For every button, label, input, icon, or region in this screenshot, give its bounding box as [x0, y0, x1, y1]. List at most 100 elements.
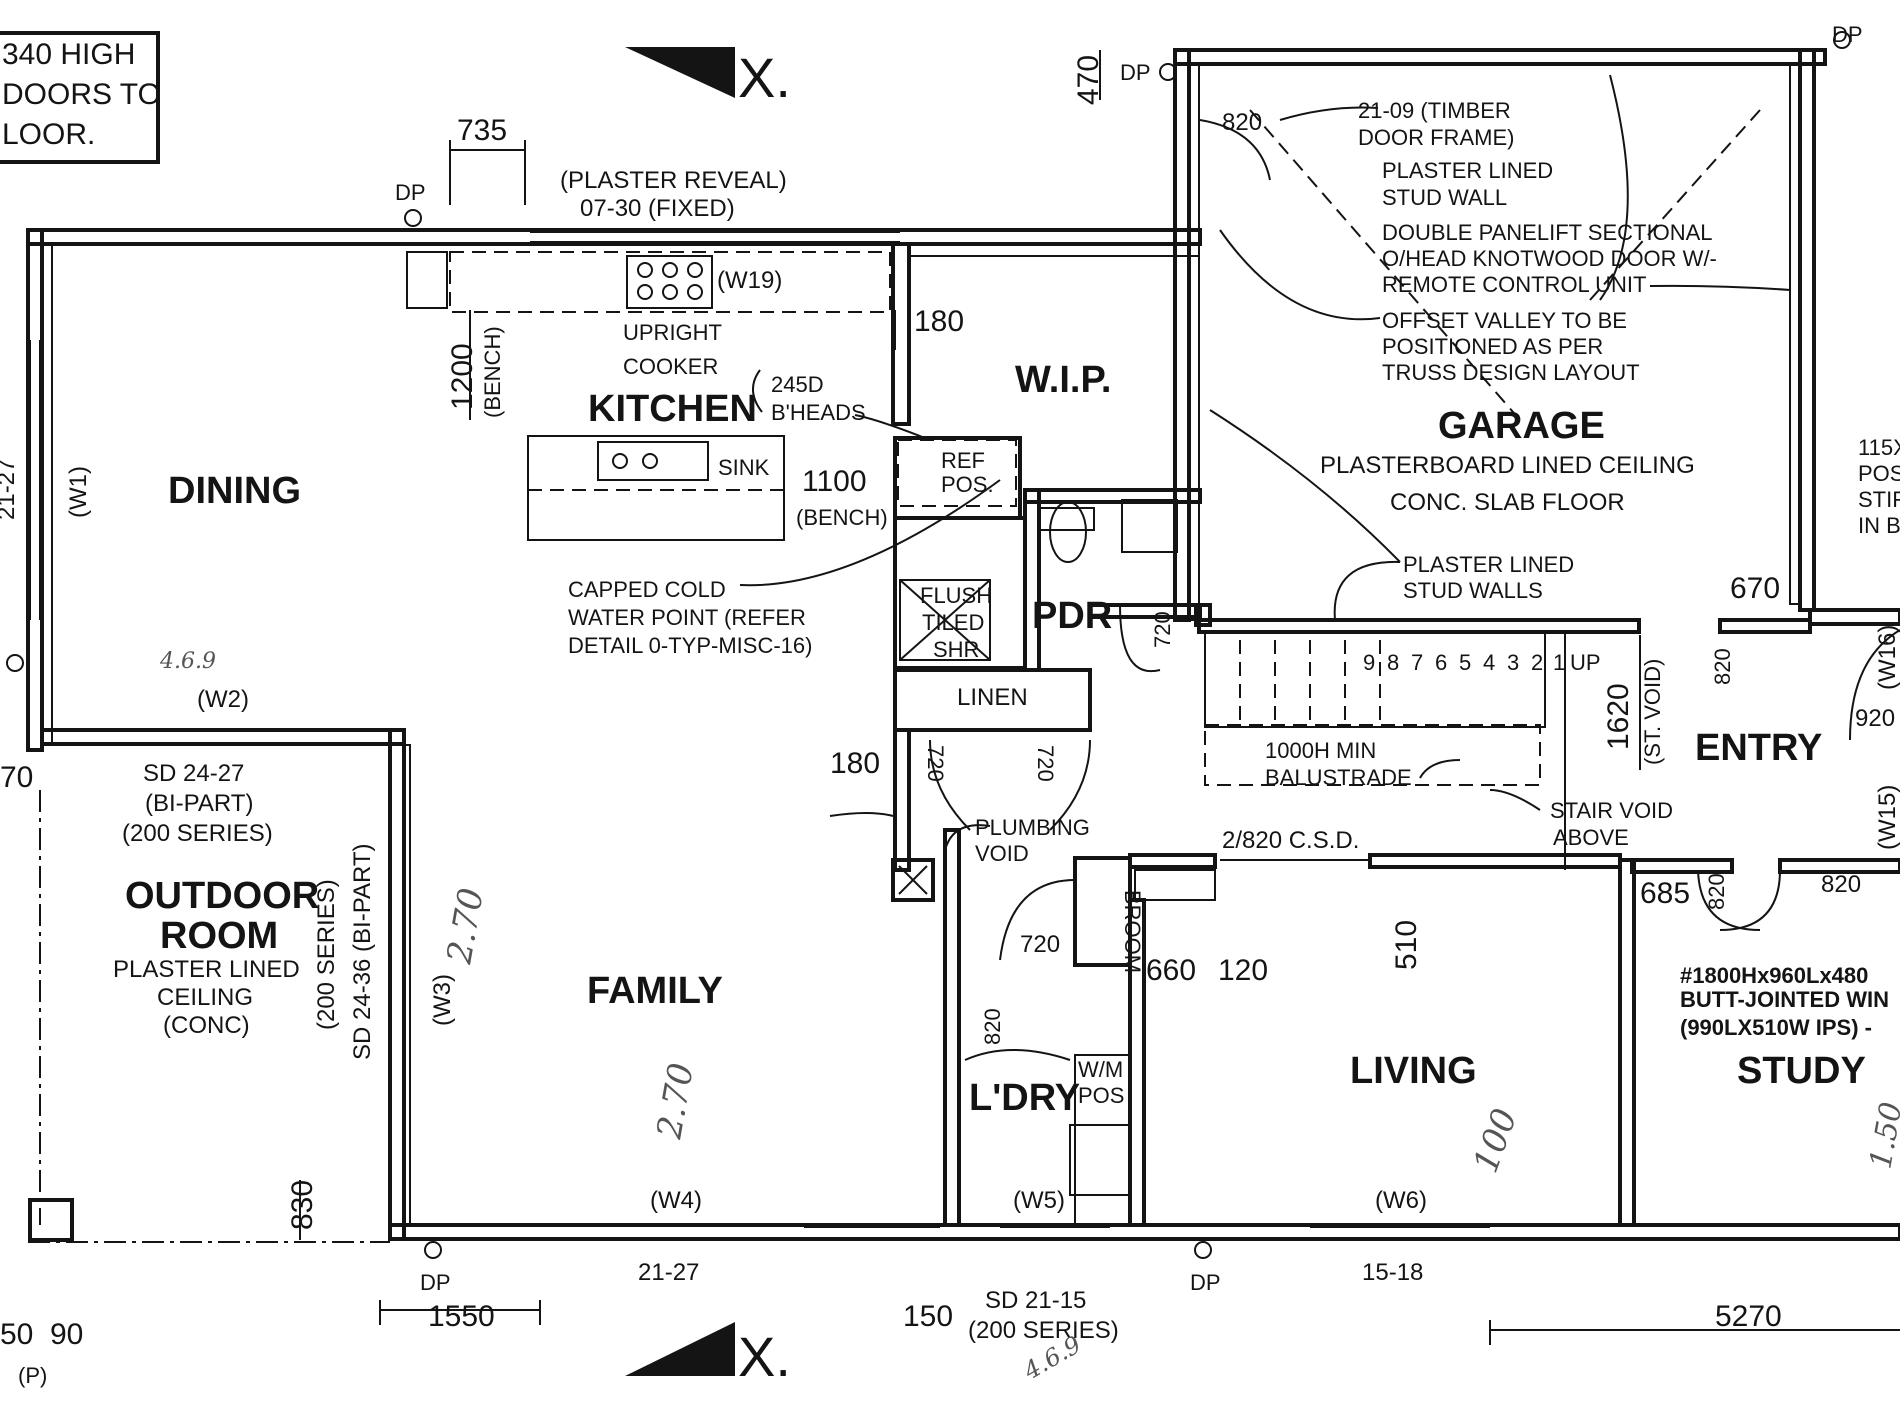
general-note-box: 340 HIGH DOORS TO LOOR.	[0, 31, 161, 164]
garage-ceiling-note: PLASTERBOARD LINED CEILING	[1320, 452, 1695, 479]
post-note-3: STIF	[1858, 487, 1900, 512]
plaster-reveal-1: (PLASTER REVEAL)	[560, 167, 787, 194]
outdoor-note-2: CEILING	[157, 984, 253, 1011]
section-marker-bottom: X.	[625, 1322, 791, 1388]
sd-bipart-1: SD 24-27	[143, 760, 244, 787]
dim-720-pdr: 720	[1150, 611, 1175, 648]
dimension-text: 735 470 820 180 1200 1100 720 670 820 92…	[0, 55, 1895, 1388]
timber-frame-1: 21-09 (TIMBER	[1358, 98, 1511, 123]
dim-1518: 15-18	[1362, 1259, 1423, 1286]
window-w19: (W19)	[717, 267, 782, 294]
sd-bipart-2: (BI-PART)	[145, 790, 253, 817]
dimension-lines	[299, 50, 1900, 1345]
downpipes	[6, 31, 1851, 1259]
dim-70: 70	[0, 761, 33, 794]
kitchen-fixtures	[406, 251, 1178, 1196]
hand-scribble: 4.6.9	[159, 649, 216, 674]
bench-label-1200: (BENCH)	[480, 326, 505, 418]
plumbing-void-1: PLUMBING	[975, 815, 1090, 840]
sd-side-1: (200 SERIES)	[313, 879, 340, 1030]
dim-50: 50	[0, 1318, 33, 1351]
room-study: STUDY	[1737, 1050, 1866, 1092]
stud-walls-2: STUD WALLS	[1403, 578, 1543, 603]
flush-shr-1: FLUSH	[920, 583, 992, 608]
stair-9: 9	[1363, 650, 1375, 675]
dim-920: 920	[1855, 705, 1895, 732]
sd-bottom-1: SD 21-15	[985, 1287, 1086, 1314]
post-note-4: IN B	[1858, 513, 1900, 538]
balustrade-2: BALUSTRADE	[1265, 765, 1412, 790]
window-openings	[29, 231, 1490, 1228]
room-living: LIVING	[1350, 1050, 1477, 1092]
dim-470: 470	[1072, 55, 1105, 105]
dim-1620: 1620	[1602, 683, 1635, 750]
valley-2: POSITIONED AS PER	[1382, 334, 1603, 359]
garage-floor-note: CONC. SLAB FLOOR	[1390, 489, 1625, 516]
bulkheads-2: B'HEADS	[771, 400, 866, 425]
dim-2127-left: 21-27	[0, 459, 20, 520]
sd-side-2: SD 24-36 (BI-PART)	[349, 843, 376, 1060]
stair-6: 6	[1435, 650, 1447, 675]
annotations: (PLASTER REVEAL) 07-30 (FIXED) UPRIGHT C…	[122, 22, 1900, 1344]
wm-pos-2: POS	[1078, 1083, 1124, 1108]
dim-820-laundry: 820	[980, 1008, 1005, 1045]
stair-5: 5	[1459, 650, 1471, 675]
hand-150: 1.50	[1863, 1100, 1900, 1172]
dim-1100: 1100	[802, 465, 867, 498]
stair-3: 3	[1507, 650, 1519, 675]
window-w3: (W3)	[429, 974, 456, 1026]
stair-8: 8	[1387, 650, 1399, 675]
dim-720-linen-b: 720	[1033, 745, 1058, 782]
stud-wall-2: STUD WALL	[1382, 185, 1507, 210]
stair-up: UP	[1570, 650, 1601, 675]
dim-5270: 5270	[1715, 1300, 1782, 1333]
flush-shr-3: SHR	[933, 637, 979, 662]
wm-pos-1: W/M	[1078, 1057, 1123, 1082]
dp-label-1: DP	[395, 180, 426, 205]
dim-2127-bottom: 21-27	[638, 1259, 699, 1286]
dim-685: 685	[1640, 877, 1690, 910]
panelift-3: REMOTE CONTROL UNIT	[1382, 272, 1646, 297]
capped-water-3: DETAIL 0-TYP-MISC-16)	[568, 633, 812, 658]
internal-walls	[389, 242, 1900, 1227]
outdoor-note-3: (CONC)	[163, 1012, 250, 1039]
stair-2: 2	[1531, 650, 1543, 675]
sd-bipart-3: (200 SERIES)	[122, 820, 273, 847]
window-w1: (W1)	[65, 466, 92, 518]
section-marker-label: X.	[738, 46, 791, 109]
stair-void-2: ABOVE	[1553, 825, 1629, 850]
room-outdoor-1: OUTDOOR	[125, 875, 319, 917]
dim-820-study: 820	[1704, 873, 1729, 910]
ref-pos-1: REF	[941, 448, 985, 473]
dim-180-mid: 180	[830, 747, 880, 780]
st-void-label: (ST. VOID)	[1640, 659, 1665, 765]
window-w2: (W2)	[197, 686, 249, 713]
room-laundry: L'DRY	[969, 1077, 1080, 1119]
dim-830: 830	[286, 1180, 319, 1230]
room-kitchen: KITCHEN	[588, 388, 757, 430]
stair-void-1: STAIR VOID	[1550, 798, 1673, 823]
dim-90: 90	[50, 1318, 83, 1351]
dim-120: 120	[1218, 954, 1268, 987]
outdoor-note-1: PLASTER LINED	[113, 956, 300, 983]
sd-bottom-2: (200 SERIES)	[968, 1317, 1119, 1344]
dim-180-top: 180	[914, 305, 964, 338]
timber-frame-2: DOOR FRAME)	[1358, 125, 1514, 150]
section-marker-label-bottom: X.	[738, 1325, 791, 1388]
sink-label: SINK	[718, 455, 770, 480]
flush-shr-2: TILED	[922, 610, 984, 635]
dim-720-laundry: 720	[1020, 931, 1060, 958]
capped-water-2: WATER POINT (REFER	[568, 605, 806, 630]
dim-720-linen-a: 720	[923, 745, 948, 782]
room-outdoor-2: ROOM	[160, 915, 278, 957]
post-note-1: 115X	[1858, 435, 1900, 460]
window-w5: (W5)	[1013, 1187, 1065, 1214]
post-note-2: POS	[1858, 461, 1900, 486]
dim-735: 735	[457, 114, 507, 147]
window-tags: (W1) (W2) (W3) (W4) (W5) (W6) (W15) (W16…	[65, 267, 1900, 1214]
window-w4: (W4)	[650, 1187, 702, 1214]
dim-510: 510	[1390, 920, 1423, 970]
dim-150: 150	[903, 1300, 953, 1333]
dim-1200: 1200	[446, 343, 479, 410]
panelift-1: DOUBLE PANELIFT SECTIONAL	[1382, 220, 1713, 245]
